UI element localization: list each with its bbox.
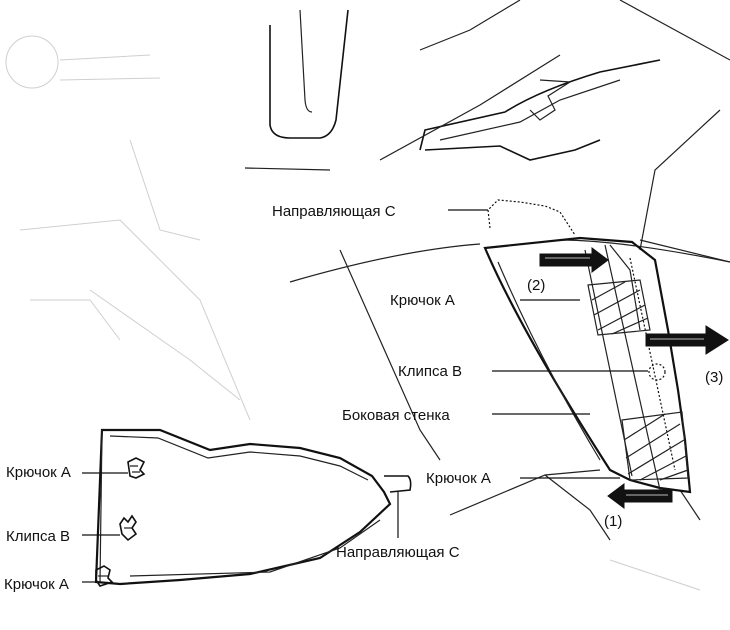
removed-panel [94, 428, 412, 586]
clip-b-dotted-circle [648, 363, 666, 381]
background-ghost-lines [5, 35, 701, 591]
label-step-2: (2) [527, 277, 545, 294]
label-hook-a-left-top: Крючок А [6, 464, 71, 481]
label-clip-b-left: Клипса В [6, 528, 70, 545]
hook-a-clip-bottom [95, 565, 114, 587]
car-body-lines [289, 109, 730, 541]
label-guide-c-bottom: Направляющая С [336, 544, 460, 561]
label-side-wall: Боковая стенка [342, 407, 450, 424]
label-step-3: (3) [705, 369, 723, 386]
label-guide-c-top: Направляющая С [272, 203, 396, 220]
side-wall-panel [483, 199, 692, 494]
label-clip-b-mid: Клипса В [398, 363, 462, 380]
hatched-area-upper [587, 279, 651, 336]
arrow-step-3 [645, 325, 729, 355]
hook-a-clip-top [127, 457, 146, 479]
arrow-step-1 [607, 483, 673, 509]
label-hook-a-left-bottom: Крючок А [4, 576, 69, 593]
leader-lines-left [82, 472, 399, 583]
label-hook-a-bottom: Крючок А [426, 470, 491, 487]
hatched-area-lower [621, 411, 689, 481]
clip-b-shape-left [119, 514, 138, 542]
leader-lines-right [448, 209, 648, 479]
arrow-step-2 [539, 247, 609, 273]
label-hook-a-mid: Крючок А [390, 292, 455, 309]
label-step-1: (1) [604, 513, 622, 530]
car-body-upper [244, 0, 730, 263]
